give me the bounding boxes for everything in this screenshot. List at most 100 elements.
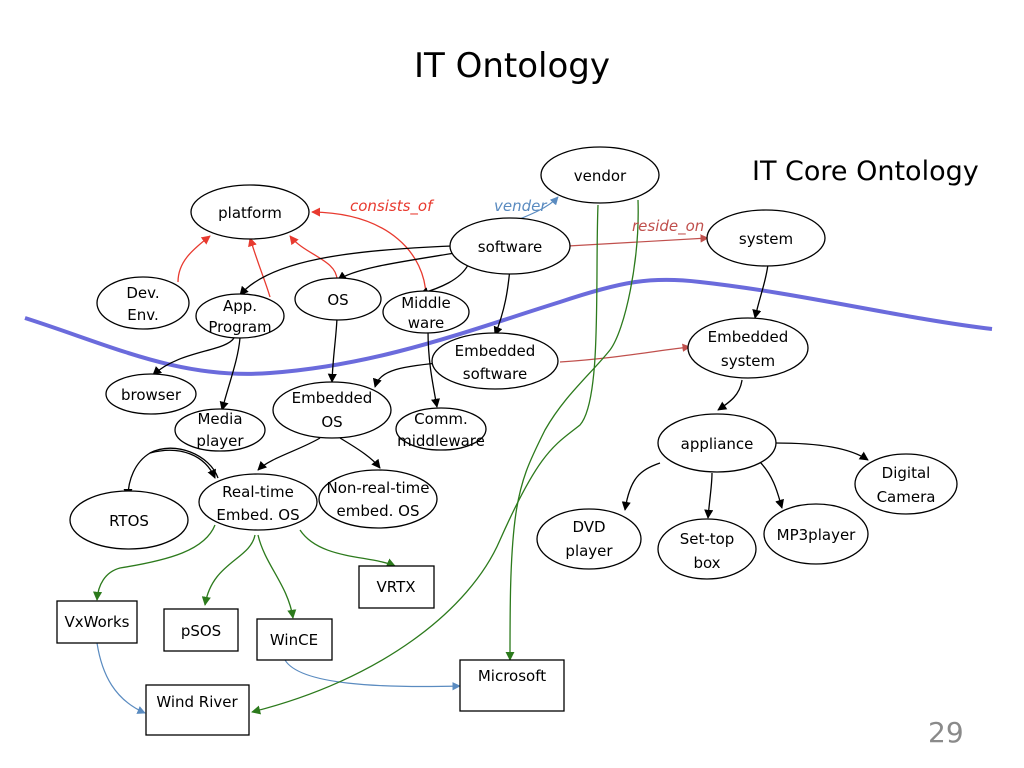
consists-of-edges xyxy=(177,207,427,298)
node-comm-middleware-label-1: Comm. xyxy=(414,410,468,428)
node-vendor-label: vendor xyxy=(574,167,627,185)
edge-embos-nonrealtime xyxy=(339,437,381,469)
node-microsoft[interactable]: Microsoft xyxy=(459,659,565,712)
node-dvd-player[interactable]: DVD player xyxy=(536,508,642,570)
node-dev-env[interactable]: Dev. Env. xyxy=(96,276,190,330)
node-realtime-os[interactable]: Real-time Embed. OS xyxy=(198,473,318,531)
node-middleware-label-1: Middle xyxy=(401,294,451,312)
slide-title: IT Ontology xyxy=(414,46,610,86)
node-wince-label: WinCE xyxy=(270,631,318,649)
edge-software-system xyxy=(567,234,709,247)
edge-software-app xyxy=(239,245,453,296)
edge-realtime-vxworks xyxy=(93,524,216,601)
node-middleware-label-2: ware xyxy=(408,314,445,332)
node-settop-box[interactable]: Set-top box xyxy=(657,518,757,580)
edge-software-embsoftware xyxy=(493,267,511,336)
node-dev-env-label-2: Env. xyxy=(127,306,158,324)
edge-app-platform xyxy=(248,237,271,298)
node-browser[interactable]: browser xyxy=(105,373,197,415)
edge-embsoftware-embsystem xyxy=(559,343,691,363)
node-app-program[interactable]: App. Program xyxy=(195,293,285,339)
node-dev-env-label-1: Dev. xyxy=(126,284,159,302)
node-embedded-software[interactable]: Embedded software xyxy=(431,332,559,390)
node-vxworks[interactable]: VxWorks xyxy=(56,600,138,644)
node-comm-middleware-label-2: middleware xyxy=(397,432,485,450)
node-psos[interactable]: pSOS xyxy=(163,608,239,652)
node-settop-box-label-2: box xyxy=(693,554,720,572)
edge-middleware-platform xyxy=(311,207,427,297)
instance-edges xyxy=(93,199,639,715)
node-system[interactable]: system xyxy=(706,209,826,267)
edge-middleware-comm xyxy=(427,329,440,408)
node-digital-camera-label-2: Camera xyxy=(877,488,936,506)
edge-os-platform xyxy=(289,235,338,281)
node-dvd-player-label-2: player xyxy=(565,542,613,560)
node-os[interactable]: OS xyxy=(294,277,382,321)
node-system-label: system xyxy=(739,230,793,248)
node-app-program-label-2: Program xyxy=(208,318,271,336)
page-number: 29 xyxy=(928,716,964,749)
node-embedded-os-label-2: OS xyxy=(321,413,342,431)
node-vxworks-label: VxWorks xyxy=(65,613,130,631)
node-os-label: OS xyxy=(327,291,348,309)
edge-vendor-windriver xyxy=(251,204,599,715)
node-embedded-os-label-1: Embedded xyxy=(292,389,373,407)
node-wind-river[interactable]: Wind River xyxy=(145,684,250,736)
node-appliance[interactable]: appliance xyxy=(657,413,777,473)
node-embedded-software-label-2: software xyxy=(463,365,527,383)
node-middleware[interactable]: Middle ware xyxy=(382,290,470,334)
node-mp3player-label: MP3player xyxy=(777,526,857,544)
edge-appliance-camera xyxy=(774,442,869,461)
node-software[interactable]: software xyxy=(449,217,571,275)
node-realtime-os-label-1: Real-time xyxy=(222,483,294,501)
node-nonrealtime-os[interactable]: Non-real-time embed. OS xyxy=(318,469,438,529)
node-psos-label: pSOS xyxy=(181,622,221,640)
node-nonrealtime-os-label-2: embed. OS xyxy=(337,502,420,520)
node-vrtx-label: VRTX xyxy=(376,578,415,596)
edge-os-embos xyxy=(327,317,338,383)
node-media-player-label-1: Media xyxy=(197,410,242,428)
edge-embsystem-appliance xyxy=(717,379,743,411)
node-embedded-os[interactable]: Embedded OS xyxy=(272,381,392,439)
edge-software-middleware xyxy=(419,264,469,297)
node-dvd-player-label-1: DVD xyxy=(572,518,605,536)
core-ontology-label: IT Core Ontology xyxy=(752,156,979,187)
edge-realtime-wince xyxy=(257,534,297,619)
node-digital-camera-label-1: Digital xyxy=(882,464,931,482)
edge-devenv-platform xyxy=(177,235,211,283)
node-appliance-label: appliance xyxy=(681,435,754,453)
edge-vendor-microsoft xyxy=(505,199,639,661)
vender-label: vender xyxy=(494,197,547,215)
consists-of-label: consists_of xyxy=(350,197,435,216)
edge-realtime-vrtx xyxy=(299,529,396,567)
edge-software-os xyxy=(337,252,456,281)
node-realtime-os-label-2: Embed. OS xyxy=(216,506,299,524)
node-rtos[interactable]: RTOS xyxy=(69,490,189,550)
node-embedded-system-label-2: system xyxy=(721,352,775,370)
node-vendor[interactable]: vendor xyxy=(540,146,660,204)
node-nonrealtime-os-label-1: Non-real-time xyxy=(326,479,429,497)
node-media-player[interactable]: Media player xyxy=(174,408,266,452)
edge-appliance-mp3 xyxy=(759,461,784,509)
node-platform[interactable]: platform xyxy=(190,184,310,240)
node-microsoft-label: Microsoft xyxy=(478,667,546,685)
node-vrtx[interactable]: VRTX xyxy=(358,565,435,609)
node-mp3player[interactable]: MP3player xyxy=(763,503,869,565)
node-embedded-system-label-1: Embedded xyxy=(708,328,789,346)
node-comm-middleware[interactable]: Comm. middleware xyxy=(395,407,487,451)
reside-on-edges xyxy=(559,234,709,363)
edge-vxworks-windriver xyxy=(96,642,146,714)
node-wince[interactable]: WinCE xyxy=(256,618,333,661)
node-software-label: software xyxy=(478,238,542,256)
node-wind-river-label: Wind River xyxy=(156,693,238,711)
node-embedded-system[interactable]: Embedded system xyxy=(687,317,809,379)
reside-on-label: reside_on xyxy=(632,217,704,236)
edge-app-media xyxy=(219,337,241,411)
edge-realtime-psos xyxy=(201,534,256,606)
edge-system-embsystem xyxy=(752,263,769,319)
node-embedded-software-label-1: Embedded xyxy=(455,342,536,360)
node-digital-camera[interactable]: Digital Camera xyxy=(854,453,958,515)
edge-wince-microsoft xyxy=(284,659,461,691)
edge-appliance-settop xyxy=(704,472,714,519)
